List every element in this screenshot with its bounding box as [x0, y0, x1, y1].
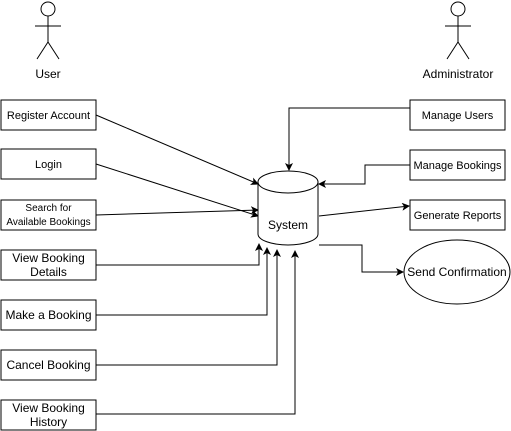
user-actor	[35, 1, 61, 60]
use-case-search-bookings: Search for Available Bookings	[0, 199, 97, 231]
use-case-generate-reports: Generate Reports	[409, 199, 506, 231]
view-history-label-line1: View Booking	[12, 401, 85, 415]
login-label: Login	[35, 159, 62, 171]
use-case-manage-users: Manage Users	[409, 99, 506, 131]
use-case-cancel-booking: Cancel Booking	[0, 349, 97, 381]
connector-view-details	[96, 243, 263, 266]
user-actor-label: User	[35, 67, 60, 81]
connectors	[95, 107, 410, 415]
register-account-label: Register Account	[7, 110, 90, 122]
view-details-label-line1: View Booking	[12, 251, 85, 265]
use-case-register-account: Register Account	[0, 99, 97, 131]
use-case-manage-bookings: Manage Bookings	[409, 149, 506, 181]
connector-search	[95, 206, 259, 216]
connector-make-booking	[96, 247, 271, 316]
connector-cancel-booking	[96, 249, 281, 366]
generate-reports-label: Generate Reports	[414, 210, 502, 222]
manage-users-label: Manage Users	[422, 110, 494, 122]
connector-manage-users	[285, 107, 410, 171]
manage-bookings-label: Manage Bookings	[413, 160, 502, 172]
use-case-view-booking-details: View Booking Details	[0, 249, 97, 281]
connector-view-history	[96, 250, 299, 415]
administrator-actor-label: Administrator	[423, 67, 494, 81]
use-case-login: Login	[0, 148, 97, 180]
connector-generate-reports	[318, 202, 410, 217]
search-label-line2: Available Bookings	[6, 217, 90, 228]
search-label-line1: Search for	[25, 203, 72, 214]
send-confirmation-node: Send Confirmation	[403, 239, 511, 305]
view-history-label-line2: History	[30, 415, 67, 429]
system-label: System	[268, 218, 308, 232]
cancel-booking-label: Cancel Booking	[6, 358, 90, 372]
send-confirmation-label: Send Confirmation	[407, 265, 506, 279]
administrator-actor	[445, 1, 471, 60]
connector-send-confirmation	[319, 244, 404, 276]
view-details-label-line2: Details	[30, 265, 67, 279]
make-booking-label: Make a Booking	[5, 308, 91, 322]
connector-register	[95, 114, 259, 185]
use-case-make-booking: Make a Booking	[0, 299, 97, 331]
system-database	[257, 170, 319, 246]
connector-login	[95, 163, 259, 218]
use-case-view-booking-history: View Booking History	[0, 399, 97, 431]
connector-manage-bookings	[318, 164, 410, 188]
